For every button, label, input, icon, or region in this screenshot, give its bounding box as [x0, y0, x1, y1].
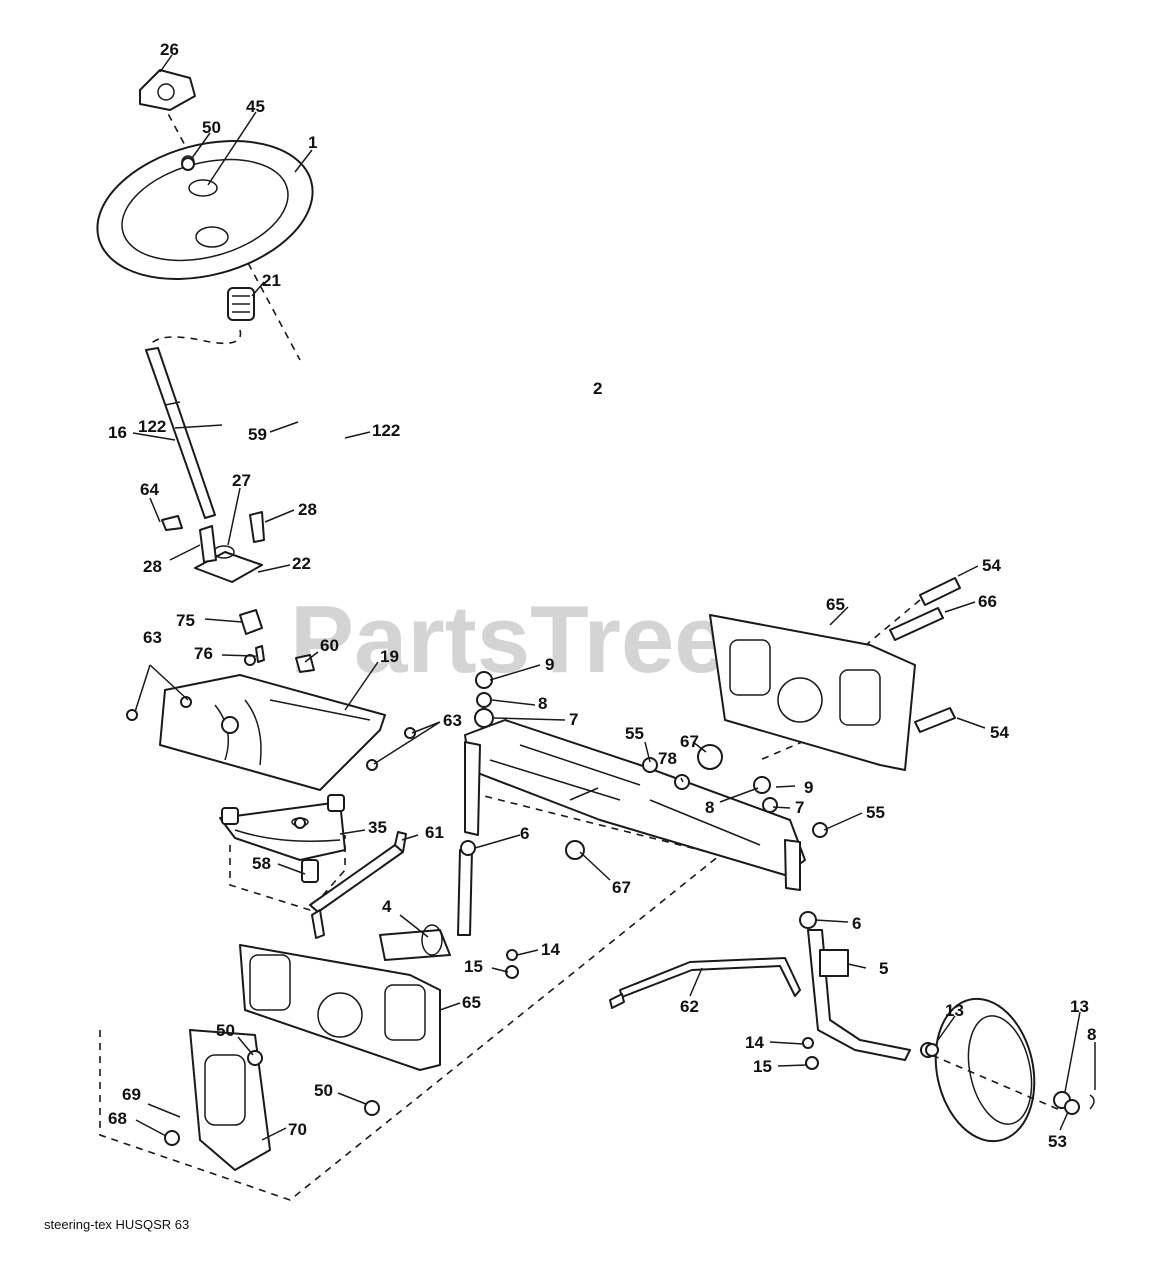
callout-22: 22: [292, 554, 311, 573]
callout-63: 63: [143, 628, 162, 647]
callout-15: 15: [464, 957, 483, 976]
watermark: PartsTree: [290, 586, 728, 693]
callout-55: 55: [866, 803, 885, 822]
callout-28: 28: [298, 500, 317, 519]
axis-line-bolts: [759, 599, 921, 761]
callout-2: 2: [593, 379, 602, 398]
callout-68: 68: [108, 1109, 127, 1128]
pinion-gear: [239, 609, 265, 663]
callout-8: 8: [538, 694, 547, 713]
callout-15: 15: [753, 1057, 772, 1076]
support-bracket: [159, 654, 386, 791]
callout-54: 54: [990, 723, 1009, 742]
callout-67: 67: [680, 732, 699, 751]
callout-21: 21: [262, 271, 281, 290]
front-hitch-plate: [164, 1029, 271, 1171]
callout-70: 70: [288, 1120, 307, 1139]
callout-16: 16: [108, 423, 127, 442]
axle-support-lower: [239, 944, 441, 1071]
callout-45: 45: [246, 97, 265, 116]
callout-67: 67: [612, 878, 631, 897]
callout-8: 8: [1087, 1025, 1096, 1044]
callout-58: 58: [252, 854, 271, 873]
callout-9: 9: [545, 655, 554, 674]
callout-54: 54: [982, 556, 1001, 575]
diagram-footer: steering-tex HUSQSR 63: [44, 1217, 189, 1232]
callout-63: 63: [443, 711, 462, 730]
axle-bolts: [311, 577, 961, 1009]
axle-support-upper: [709, 614, 916, 771]
assembly-outline-lower: [99, 794, 722, 1201]
spindle-left: [379, 849, 473, 961]
callout-59: 59: [248, 425, 267, 444]
steering-shaft: [145, 347, 216, 519]
callout-6: 6: [852, 914, 861, 933]
callout-7: 7: [795, 798, 804, 817]
callout-50: 50: [314, 1081, 333, 1100]
callout-75: 75: [176, 611, 195, 630]
callout-14: 14: [541, 940, 560, 959]
bearing-plate: [161, 511, 265, 583]
steering-wheel: [96, 140, 314, 280]
spindle-right: [807, 929, 911, 1061]
axis-line-shaft: [149, 329, 242, 346]
callout-13: 13: [945, 1001, 964, 1020]
hardware-set: [126, 157, 939, 1116]
callout-61: 61: [425, 823, 444, 842]
callout-8: 8: [705, 798, 714, 817]
callout-1: 1: [308, 133, 317, 152]
callout-7: 7: [569, 710, 578, 729]
front-wheel: [919, 997, 1095, 1143]
callout-6: 6: [520, 824, 529, 843]
callout-labels: 26 50 45 1 21 16 64 27 28 28 22 75 76 60…: [108, 40, 1096, 1151]
callout-9: 9: [804, 778, 813, 797]
callout-66: 66: [978, 592, 997, 611]
steering-cap: [139, 69, 196, 111]
callout-26: 26: [160, 40, 179, 59]
assembly-outline-sector: [229, 835, 346, 911]
callout-19: 19: [380, 647, 399, 666]
callout-122: 122: [138, 417, 166, 436]
callout-13: 13: [1070, 997, 1089, 1016]
tie-rod: [619, 957, 801, 998]
callout-60: 60: [320, 636, 339, 655]
callout-28: 28: [143, 557, 162, 576]
steering-adapter: [227, 287, 255, 321]
callout-76: 76: [194, 644, 213, 663]
callout-5: 5: [879, 959, 888, 978]
callout-55: 55: [625, 724, 644, 743]
callout-64: 64: [140, 480, 159, 499]
callout-78: 78: [658, 749, 677, 768]
front-axle: [464, 719, 806, 891]
callout-50: 50: [202, 118, 221, 137]
callout-53: 53: [1048, 1132, 1067, 1151]
leader-lines: [132, 54, 1096, 1141]
callout-69: 69: [122, 1085, 141, 1104]
callout-27: 27: [232, 471, 251, 490]
callout-62: 62: [680, 997, 699, 1016]
callout-65: 65: [826, 595, 845, 614]
callout-65: 65: [462, 993, 481, 1012]
drag-link: [309, 831, 407, 913]
sector-gear: [219, 794, 346, 883]
callout-50: 50: [216, 1021, 235, 1040]
callout-14: 14: [745, 1033, 764, 1052]
callout-122: 122: [372, 421, 400, 440]
callout-35: 35: [368, 818, 387, 837]
callout-4: 4: [382, 897, 392, 916]
